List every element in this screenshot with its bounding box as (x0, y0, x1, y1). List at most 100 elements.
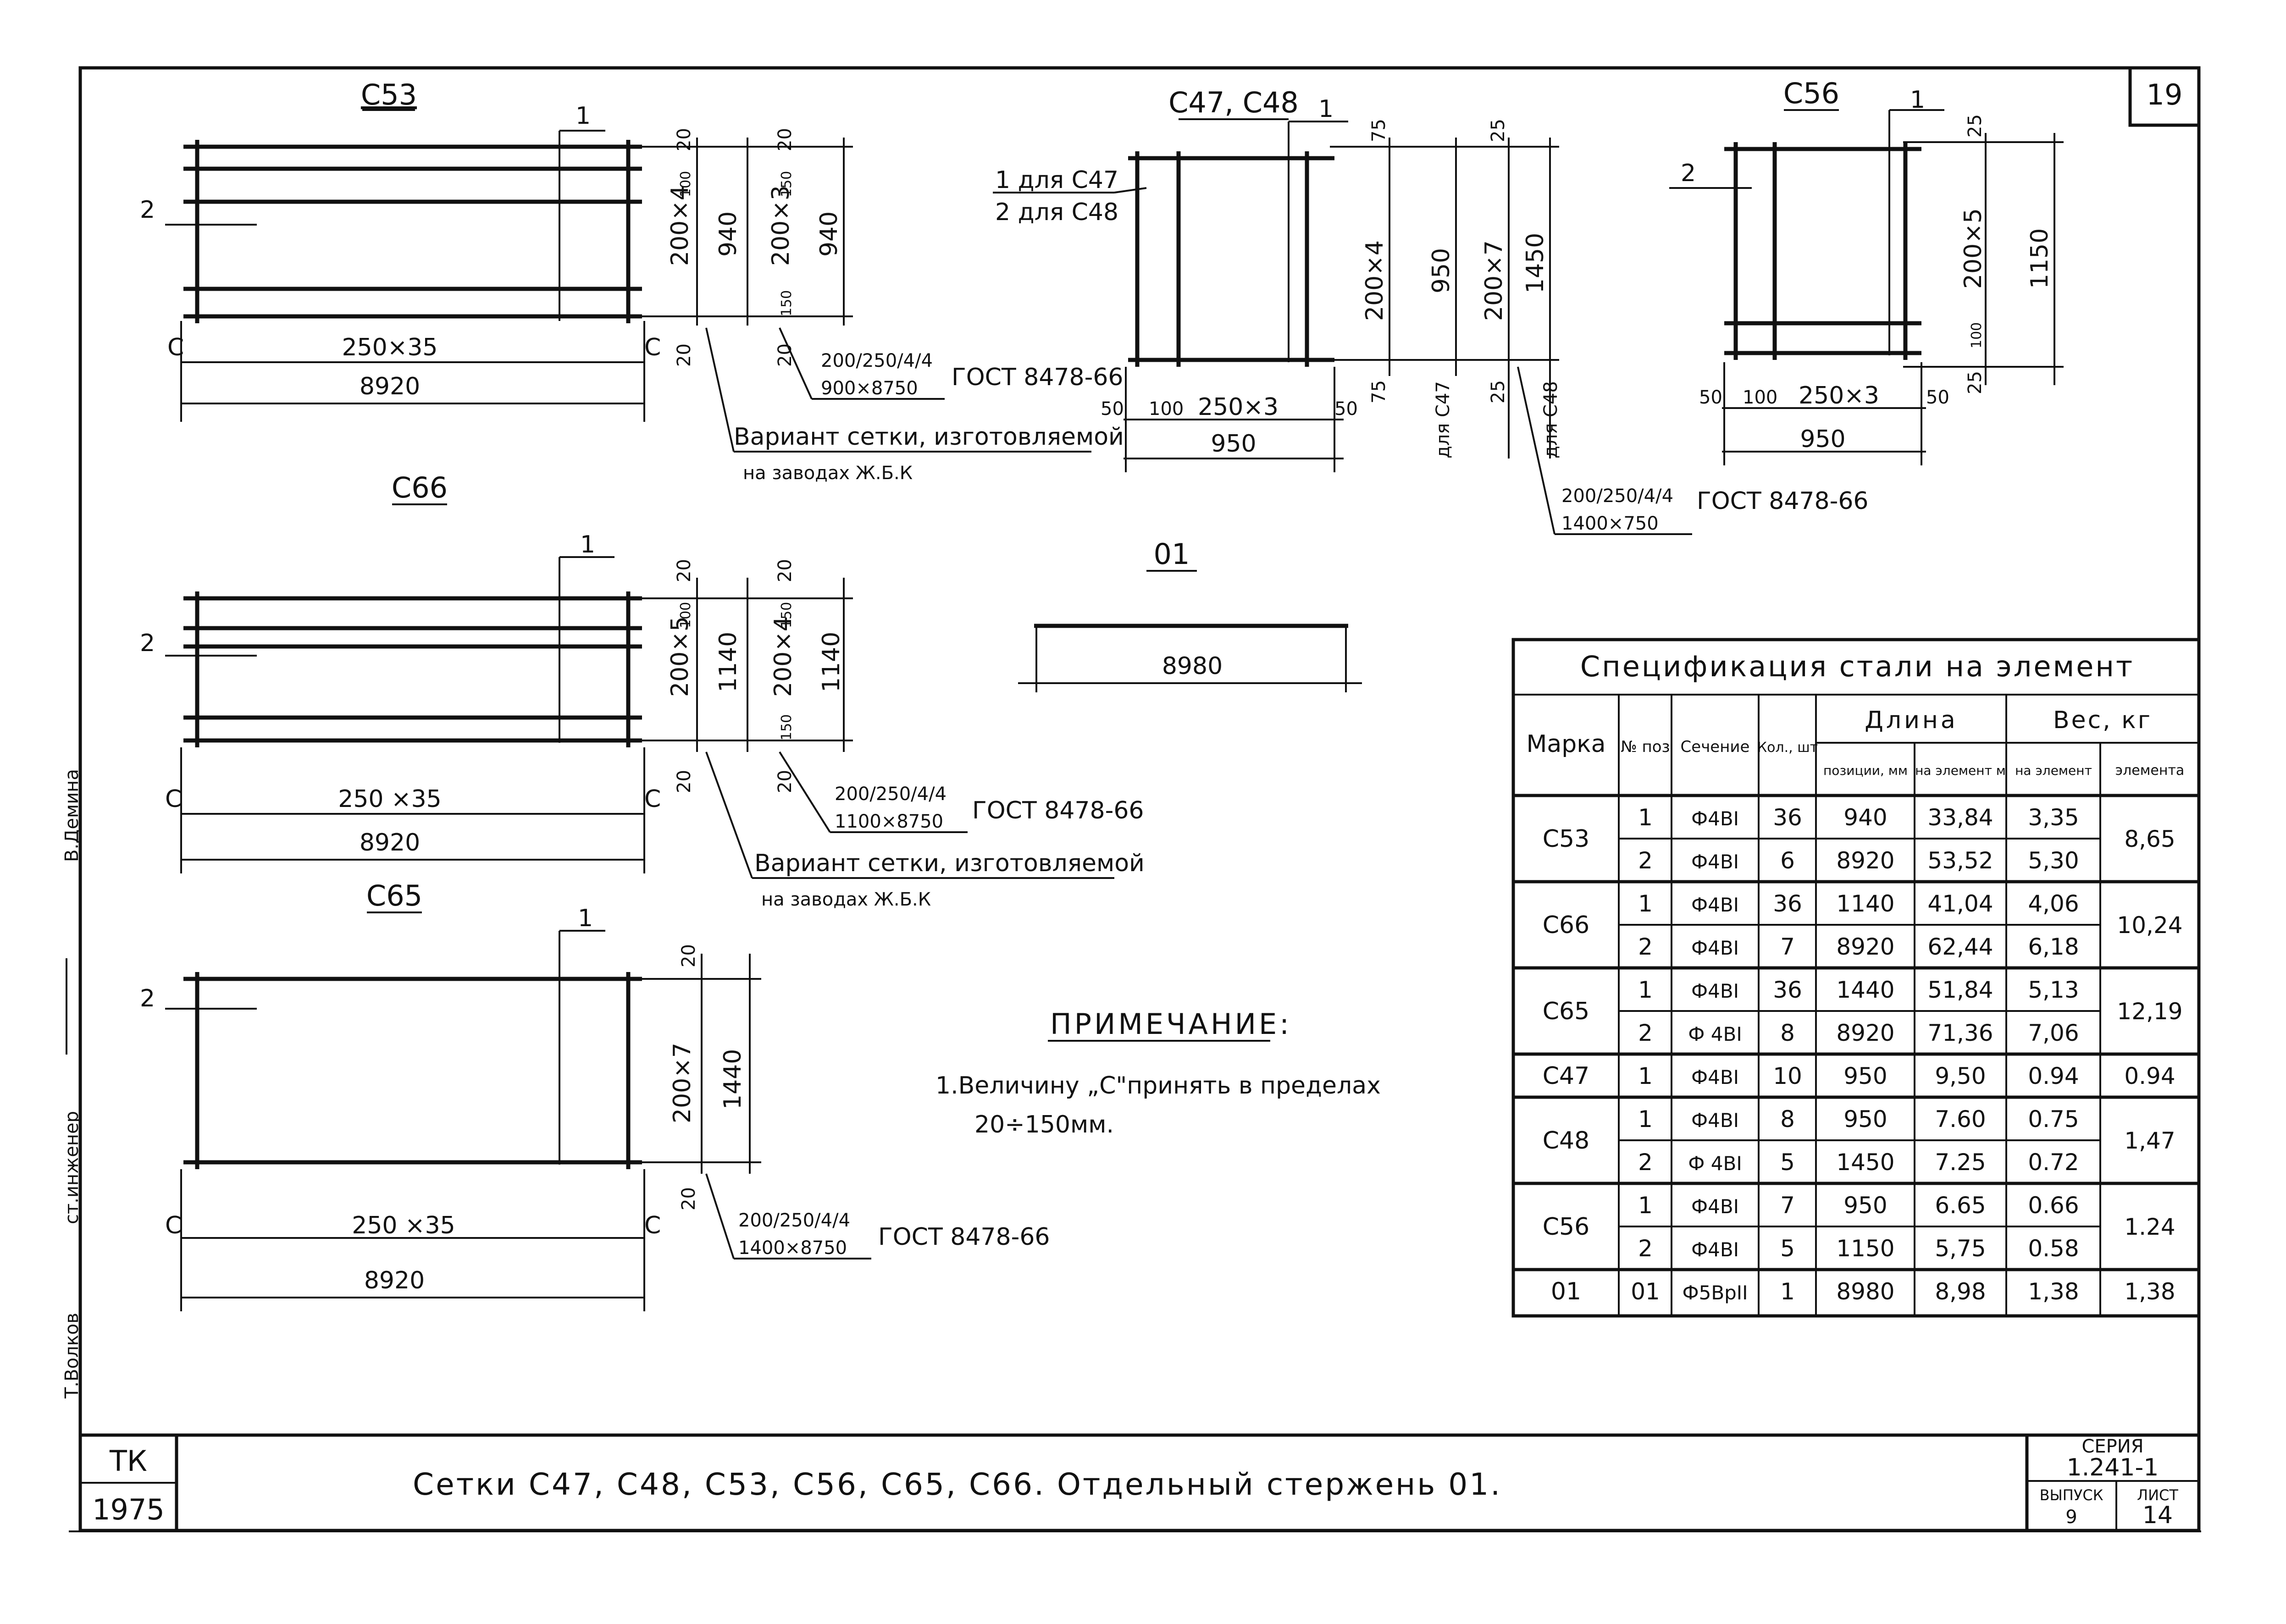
c65-d20a: 20 (678, 944, 699, 967)
c53-c-right: С (644, 334, 661, 361)
spec-cell-qty: 8 (1780, 1020, 1795, 1046)
spec-cell-pos: 1 (1638, 1106, 1653, 1132)
c56-d50a: 50 (1699, 387, 1722, 408)
year: 1975 (92, 1493, 165, 1526)
spec-cell-qty: 36 (1773, 890, 1802, 917)
series-label: СЕРИЯ (2081, 1436, 2143, 1457)
spec-cell-mark: С56 (1543, 1213, 1589, 1241)
c56-pos2: 2 (1681, 160, 1696, 187)
c4748-label: С47, С48 (1168, 86, 1299, 119)
c53-variant1: Вариант сетки, изготовляемой (734, 423, 1124, 451)
c66-gost: ГОСТ 8478-66 (972, 797, 1144, 824)
c56-pos1: 1 (1910, 86, 1925, 114)
spec-cell-total: 1,47 (2124, 1127, 2175, 1154)
sheet-title: Сетки С47, С48, С53, С56, С65, С66. Отде… (413, 1467, 1502, 1502)
c4748-d50b: 50 (1334, 398, 1358, 420)
c4748-dim-950: 950 (1211, 430, 1256, 458)
c53-d20a: 20 (674, 128, 695, 151)
spec-cell-section: Ф 4ВI (1688, 1023, 1742, 1045)
c4748-d75a: 75 (1368, 119, 1389, 142)
c56-d25b: 25 (1965, 371, 1986, 394)
spec-cell-section: Ф4ВI (1691, 894, 1739, 916)
spec-cell-len_el: 8,98 (1935, 1278, 1986, 1305)
spec-cell-total: 1.24 (2124, 1214, 2175, 1240)
c66-dim-200x4: 200×4 (769, 616, 797, 697)
c4748-pos1: 1 (1318, 95, 1334, 123)
mesh-c53: С53 1 2 200×4 940 200×3 940 20 100 20 15… (140, 78, 1124, 484)
spec-cell-total: 10,24 (2117, 912, 2182, 939)
spec-cell-pos: 1 (1638, 804, 1653, 831)
c53-label: С53 (361, 78, 417, 111)
spec-cell-len_el: 41,04 (1927, 890, 1993, 917)
c66-pos2: 2 (140, 630, 155, 657)
c4748-dim-950v: 950 (1428, 248, 1455, 293)
spec-h-length: Длина (1865, 707, 1958, 734)
spec-cell-len: 8980 (1836, 1278, 1894, 1305)
c53-c-left: С (167, 334, 184, 361)
spec-cell-w: 7,06 (2028, 1020, 2079, 1046)
c4748-gost: ГОСТ 8478-66 (1697, 487, 1869, 515)
spec-h-w-total: элемента (2115, 762, 2185, 779)
c53-d20b: 20 (775, 128, 796, 151)
spec-cell-len_el: 7.25 (1935, 1149, 1986, 1176)
c65-c-left: С (165, 1212, 182, 1239)
note-title: ПРИМЕЧАНИЕ: (1050, 1007, 1292, 1041)
list-label: ЛИСТ (2137, 1486, 2178, 1504)
spec-cell-len_el: 6.65 (1935, 1192, 1986, 1219)
side-bottom: Т.Волков (61, 1313, 83, 1399)
spec-cell-w: 0.75 (2028, 1106, 2079, 1132)
c66-dim-250x35: 250 ×35 (338, 785, 442, 813)
c66-d20b: 20 (775, 559, 796, 582)
org-code: ТК (109, 1444, 147, 1478)
c65-gost: ГОСТ 8478-66 (878, 1223, 1050, 1251)
spec-cell-w: 4,06 (2028, 890, 2079, 917)
spec-h-mark: Марка (1526, 730, 1605, 758)
spec-cell-pos: 2 (1638, 1149, 1653, 1176)
note-line1: 1.Величину „С"принять в пределах (935, 1072, 1381, 1099)
c4748-gost-den: 1400×750 (1561, 513, 1659, 534)
c56-label: С56 (1783, 77, 1839, 110)
spec-h-len-pos: позиции, мм (1823, 763, 1908, 778)
c4748-dim-1450: 1450 (1522, 233, 1549, 293)
c53-gost-num: 200/250/4/4 (821, 350, 933, 371)
c66-d150b: 150 (779, 714, 795, 740)
c56-dim-950: 950 (1800, 425, 1845, 453)
c66-dim-8920: 8920 (360, 829, 420, 856)
c66-d100: 100 (678, 602, 694, 628)
spec-cell-qty: 7 (1780, 1192, 1795, 1219)
spec-cell-mark: С53 (1543, 825, 1589, 853)
spec-cell-section: Ф4ВI (1691, 807, 1739, 830)
spec-cell-total: 1,38 (2124, 1278, 2175, 1305)
c65-gost-num: 200/250/4/4 (738, 1210, 850, 1231)
c66-gost-num: 200/250/4/4 (835, 784, 947, 805)
spec-cell-pos: 2 (1638, 934, 1653, 960)
spec-cell-len_el: 9,50 (1935, 1063, 1986, 1089)
spec-cell-w: 3,35 (2028, 804, 2079, 831)
spec-h-qty: Кол., шт (1757, 740, 1818, 756)
spec-cell-len: 8920 (1836, 934, 1894, 960)
spec-cell-pos: 2 (1638, 847, 1653, 874)
rod01-length: 8980 (1162, 652, 1223, 680)
spec-cell-len: 950 (1843, 1192, 1887, 1219)
list-value: 14 (2142, 1502, 2173, 1529)
spec-cell-len: 1440 (1836, 977, 1894, 1003)
c65-dim-250x35: 250 ×35 (352, 1212, 455, 1239)
spec-cell-w: 0.66 (2028, 1192, 2079, 1219)
c66-dim-1140: 1140 (714, 632, 742, 692)
c65-dim-200x7: 200×7 (669, 1043, 696, 1123)
c65-c-right: С (644, 1212, 661, 1239)
spec-cell-len_el: 53,52 (1927, 847, 1993, 874)
c66-dim-1140b: 1140 (818, 632, 845, 692)
c53-dim-200x3: 200×3 (767, 185, 795, 266)
c53-dim-940: 940 (714, 211, 742, 257)
spec-title: Спецификация стали на элемент (1580, 650, 2134, 683)
side-engineer: ст.инженер (61, 1111, 83, 1224)
c66-c-left: С (165, 785, 182, 813)
c65-pos2: 2 (140, 985, 155, 1012)
series-value: 1.241-1 (2067, 1454, 2159, 1481)
spec-cell-total: 8,65 (2124, 826, 2175, 852)
spec-cell-w: 0.72 (2028, 1149, 2079, 1176)
spec-cell-len_el: 7.60 (1935, 1106, 1986, 1132)
c4748-dim-250x3: 250×3 (1198, 393, 1279, 421)
